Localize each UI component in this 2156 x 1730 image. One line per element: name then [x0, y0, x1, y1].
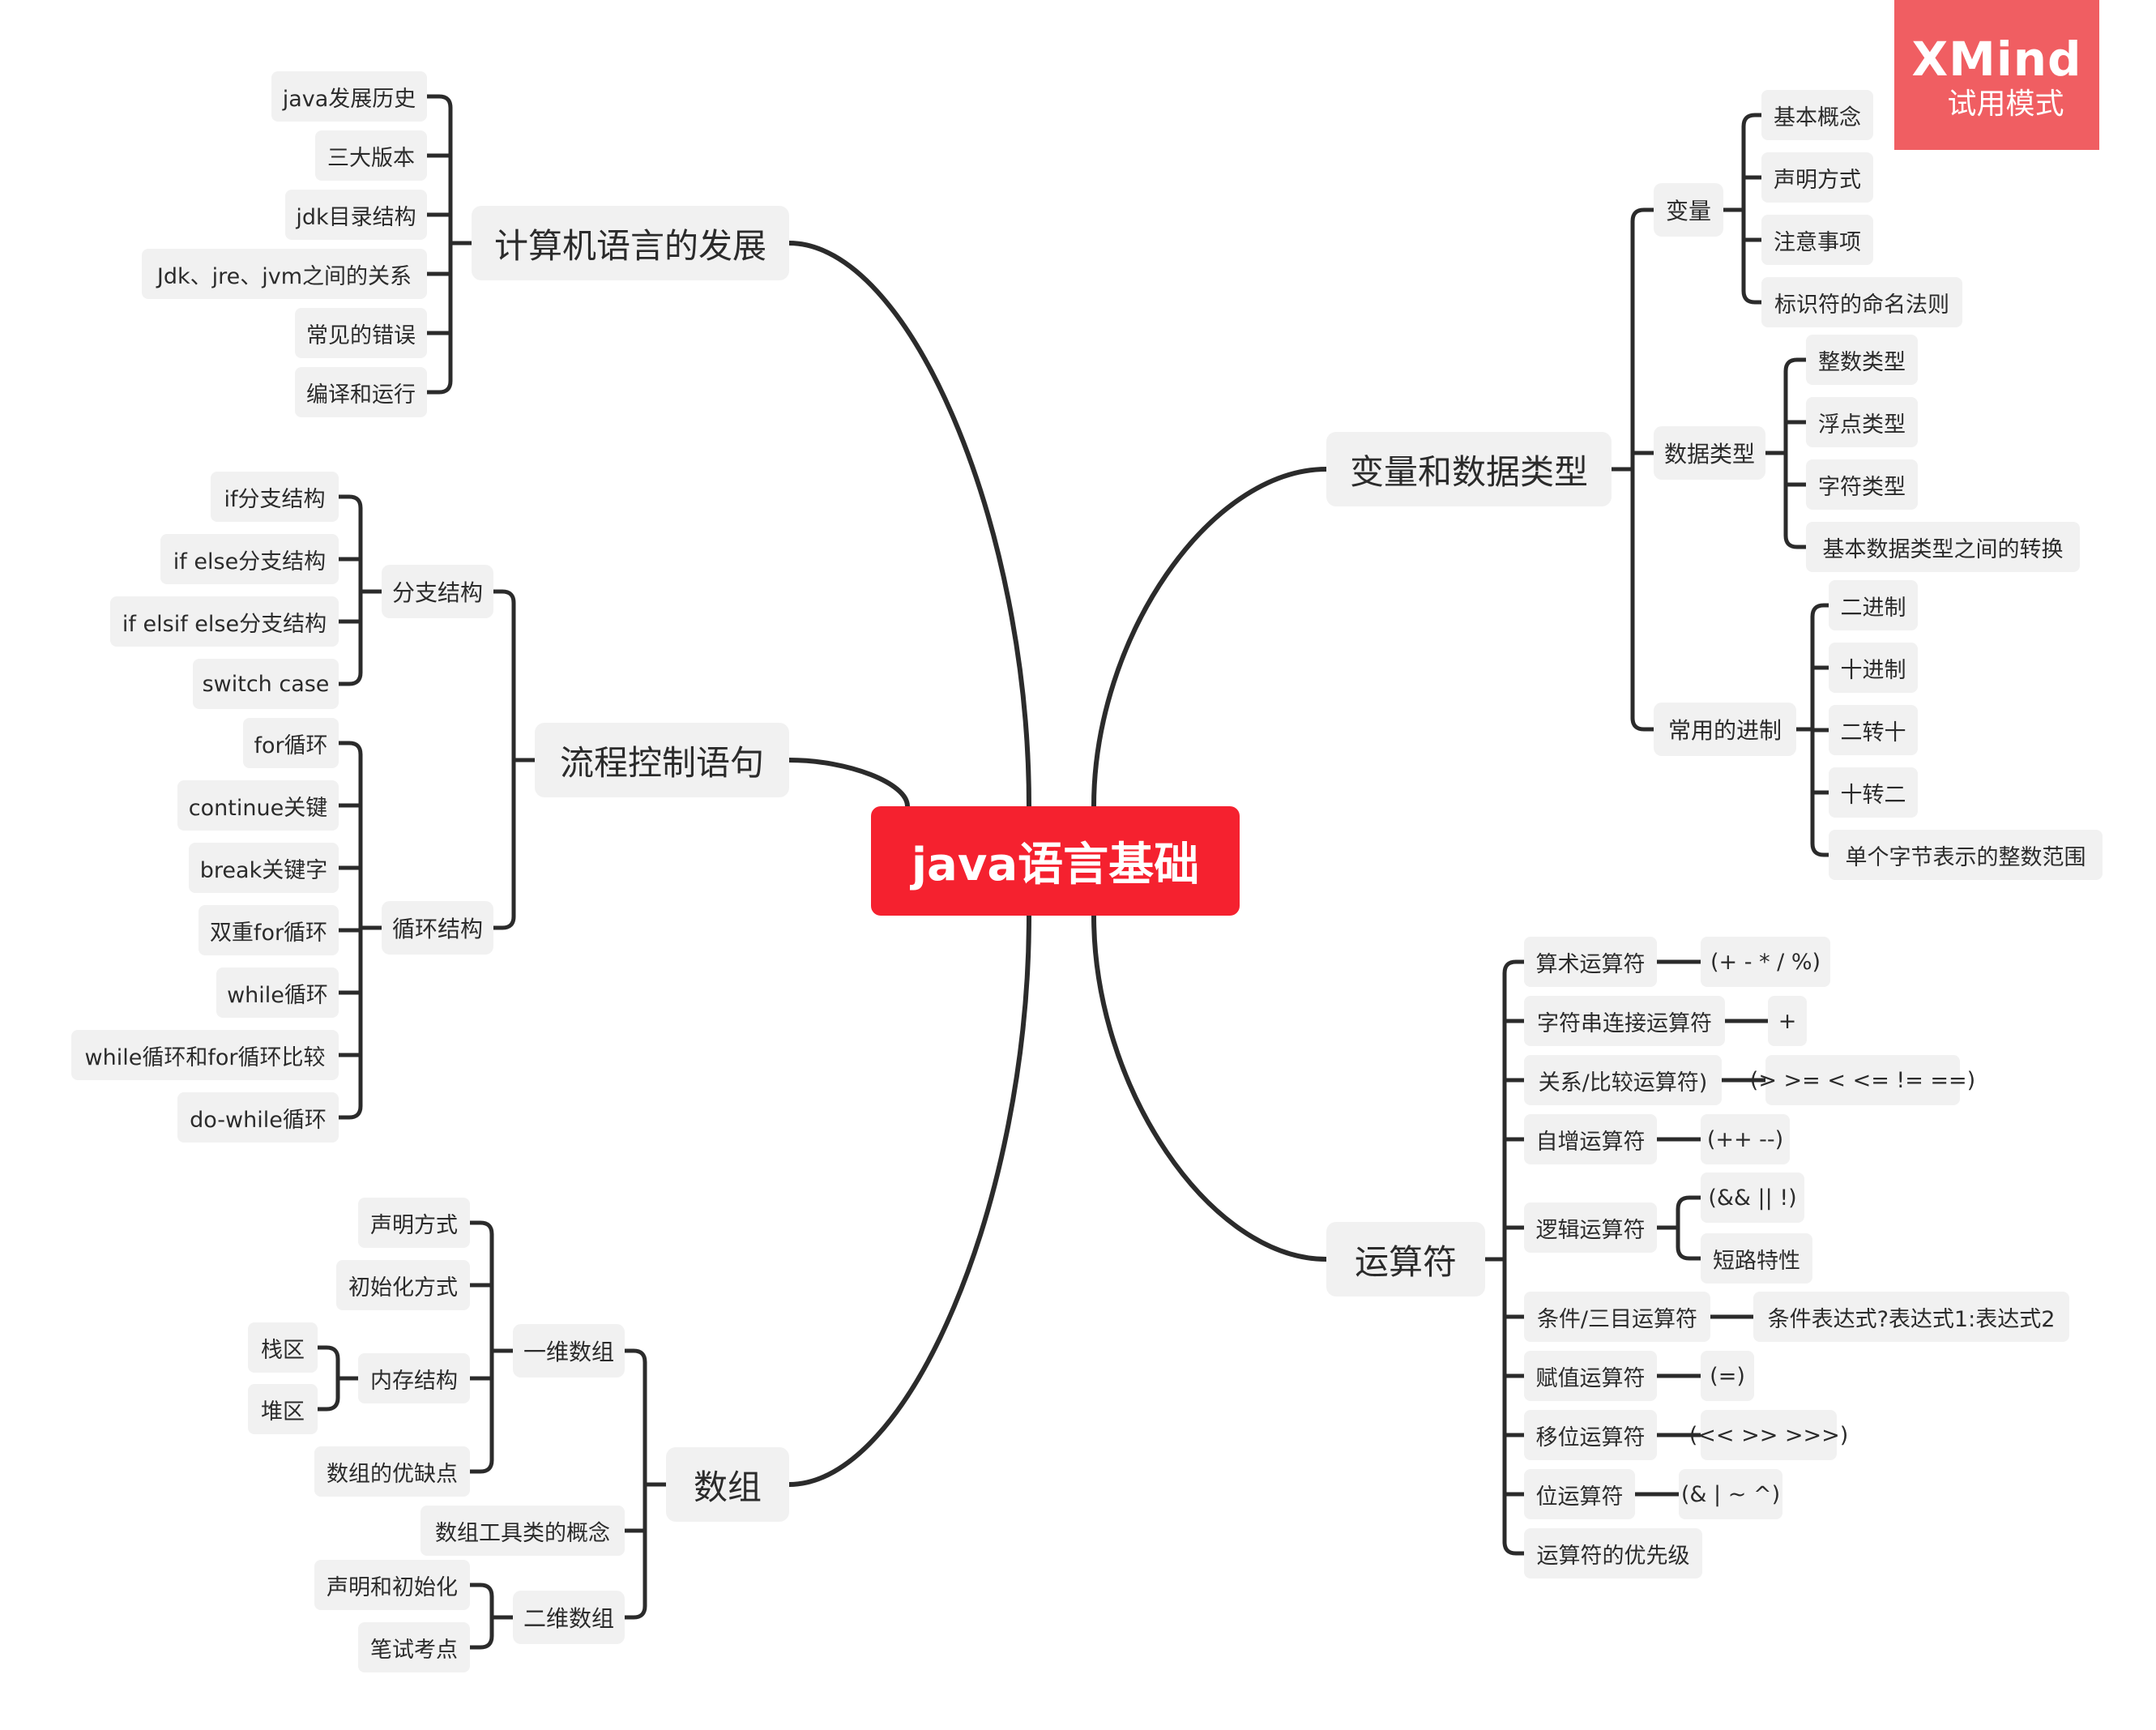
sub-loop[interactable]: 循环结构: [382, 901, 493, 955]
op-relational-value[interactable]: (> >= < <= != ==): [1750, 1055, 1975, 1105]
sub-branch[interactable]: 分支结构: [382, 565, 493, 618]
op-assign[interactable]: 赋值运算符: [1524, 1351, 1657, 1401]
leaf-if-elsif-else[interactable]: if elsif else分支结构: [110, 596, 339, 647]
leaf-stack[interactable]: 栈区: [248, 1322, 318, 1373]
curve-topic-flow-control: [787, 758, 910, 809]
topic-operators[interactable]: 运算符: [1326, 1222, 1485, 1296]
bracket-sub-loop: [336, 741, 384, 1120]
xmind-trial-watermark: XMind 试用模式: [1894, 0, 2099, 150]
watermark-brand: XMind: [1911, 32, 2082, 87]
op-concat[interactable]: 字符串连接运算符: [1524, 996, 1725, 1046]
op-bitwise[interactable]: 位运算符: [1524, 1469, 1635, 1519]
topic-variables[interactable]: 变量和数据类型: [1326, 432, 1612, 506]
sub-data-types[interactable]: 数据类型: [1654, 426, 1765, 480]
leaf-type-conversion[interactable]: 基本数据类型之间的转换: [1806, 522, 2080, 572]
op-relational[interactable]: 关系/比较运算符): [1524, 1055, 1722, 1105]
leaf-compile-run[interactable]: 编译和运行: [295, 367, 427, 417]
leaf-bin-to-dec[interactable]: 二转十: [1829, 705, 1918, 755]
topic-flow-control[interactable]: 流程控制语句: [535, 723, 789, 797]
leaf-pros-cons[interactable]: 数组的优缺点: [314, 1446, 470, 1497]
leaf-if[interactable]: if分支结构: [211, 472, 339, 522]
bracket-sub-data-types: [1763, 357, 1808, 549]
leaf-three-editions[interactable]: 三大版本: [315, 130, 427, 181]
leaf-nested-for[interactable]: 双重for循环: [199, 905, 339, 955]
bracket-topic-variables: [1609, 207, 1656, 732]
leaf-heap[interactable]: 堆区: [248, 1384, 318, 1434]
bracket-sub-radix: [1794, 603, 1831, 857]
op-increment-value[interactable]: (++ --): [1701, 1114, 1790, 1164]
leaf-exam-points[interactable]: 笔试考点: [358, 1622, 470, 1672]
sub-two-dim[interactable]: 二维数组: [513, 1591, 625, 1644]
bracket-topic-language-dev: [425, 94, 474, 395]
op-short-circuit[interactable]: 短路特性: [1701, 1233, 1812, 1284]
leaf-break[interactable]: break关键字: [189, 843, 339, 893]
op-shift-value[interactable]: (<< >> >>>): [1689, 1410, 1848, 1460]
bracket-topic-arrays: [622, 1348, 668, 1620]
leaf-while[interactable]: while循环: [216, 968, 339, 1018]
bracket-sub-two-dim: [467, 1583, 515, 1650]
op-assign-value[interactable]: (=): [1701, 1351, 1754, 1401]
bracket-sub-branch: [336, 494, 384, 686]
bracket-sub-variable: [1721, 113, 1764, 305]
leaf-integer-type[interactable]: 整数类型: [1806, 335, 1918, 385]
curve-topic-operators: [1091, 913, 1329, 1262]
sub-variable[interactable]: 变量: [1654, 183, 1723, 237]
leaf-decimal[interactable]: 十进制: [1829, 643, 1918, 693]
sub-one-dim[interactable]: 一维数组: [513, 1324, 625, 1378]
leaf-do-while[interactable]: do-while循环: [177, 1092, 339, 1143]
topic-arrays[interactable]: 数组: [666, 1447, 789, 1522]
leaf-jdk-dirs[interactable]: jdk目录结构: [285, 190, 427, 240]
leaf-notes[interactable]: 注意事项: [1761, 215, 1873, 265]
leaf-continue[interactable]: continue关键: [177, 780, 339, 831]
op-increment[interactable]: 自增运算符: [1524, 1114, 1657, 1164]
topic-language-dev[interactable]: 计算机语言的发展: [472, 206, 789, 280]
leaf-float-type[interactable]: 浮点类型: [1806, 397, 1918, 447]
leaf-if-else[interactable]: if else分支结构: [160, 534, 339, 584]
curve-topic-language-dev: [787, 241, 1031, 809]
op-bitwise-value[interactable]: (& | ~ ^): [1679, 1469, 1782, 1519]
leaf-array-tools[interactable]: 数组工具类的概念: [421, 1506, 625, 1556]
leaf-while-vs-for[interactable]: while循环和for循环比较: [71, 1030, 339, 1080]
bracket-sub-one-dim: [467, 1220, 515, 1474]
curve-topic-arrays: [787, 913, 1031, 1487]
op-concat-value[interactable]: +: [1768, 996, 1807, 1046]
op-arith[interactable]: 算术运算符: [1524, 937, 1657, 987]
sub-radix[interactable]: 常用的进制: [1654, 703, 1796, 756]
leaf-declare-style[interactable]: 声明方式: [1761, 152, 1873, 203]
op-logical[interactable]: 逻辑运算符: [1524, 1202, 1657, 1253]
bracket-sub-memory: [315, 1345, 361, 1412]
bracket-topic-operators: [1483, 959, 1526, 1556]
op-ternary[interactable]: 条件/三目运算符: [1524, 1292, 1710, 1342]
leaf-java-history[interactable]: java发展历史: [271, 71, 427, 122]
leaf-byte-int-range[interactable]: 单个字节表示的整数范围: [1829, 830, 2103, 880]
curve-topic-variables: [1091, 467, 1329, 809]
leaf-switch-case[interactable]: switch case: [193, 659, 339, 709]
leaf-common-errors[interactable]: 常见的错误: [295, 308, 427, 358]
watermark-mode: 试用模式: [1947, 88, 2064, 121]
bracket-op-logical: [1654, 1195, 1703, 1261]
leaf-basic-concept[interactable]: 基本概念: [1761, 90, 1873, 140]
leaf-init[interactable]: 初始化方式: [336, 1260, 470, 1310]
leaf-dec-to-bin[interactable]: 十转二: [1829, 767, 1918, 818]
op-ternary-value[interactable]: 条件表达式?表达式1:表达式2: [1753, 1292, 2069, 1342]
leaf-2d-declare-init[interactable]: 声明和初始化: [314, 1560, 470, 1610]
leaf-identifier-rules[interactable]: 标识符的命名法则: [1761, 277, 1962, 327]
sub-memory[interactable]: 内存结构: [358, 1353, 470, 1403]
bracket-topic-flow-control: [491, 589, 537, 930]
leaf-char-type[interactable]: 字符类型: [1806, 459, 1918, 510]
op-precedence[interactable]: 运算符的优先级: [1524, 1528, 1702, 1578]
leaf-declare[interactable]: 声明方式: [358, 1198, 470, 1248]
leaf-jdk-jre-jvm[interactable]: Jdk、jre、jvm之间的关系: [142, 249, 427, 299]
op-shift[interactable]: 移位运算符: [1524, 1410, 1657, 1460]
leaf-for[interactable]: for循环: [243, 718, 339, 768]
op-arith-value[interactable]: (+ - * / %): [1701, 937, 1830, 987]
central-topic[interactable]: java语言基础: [871, 806, 1240, 916]
leaf-binary[interactable]: 二进制: [1829, 580, 1918, 630]
op-logical-ops[interactable]: (&& || !): [1701, 1173, 1804, 1223]
